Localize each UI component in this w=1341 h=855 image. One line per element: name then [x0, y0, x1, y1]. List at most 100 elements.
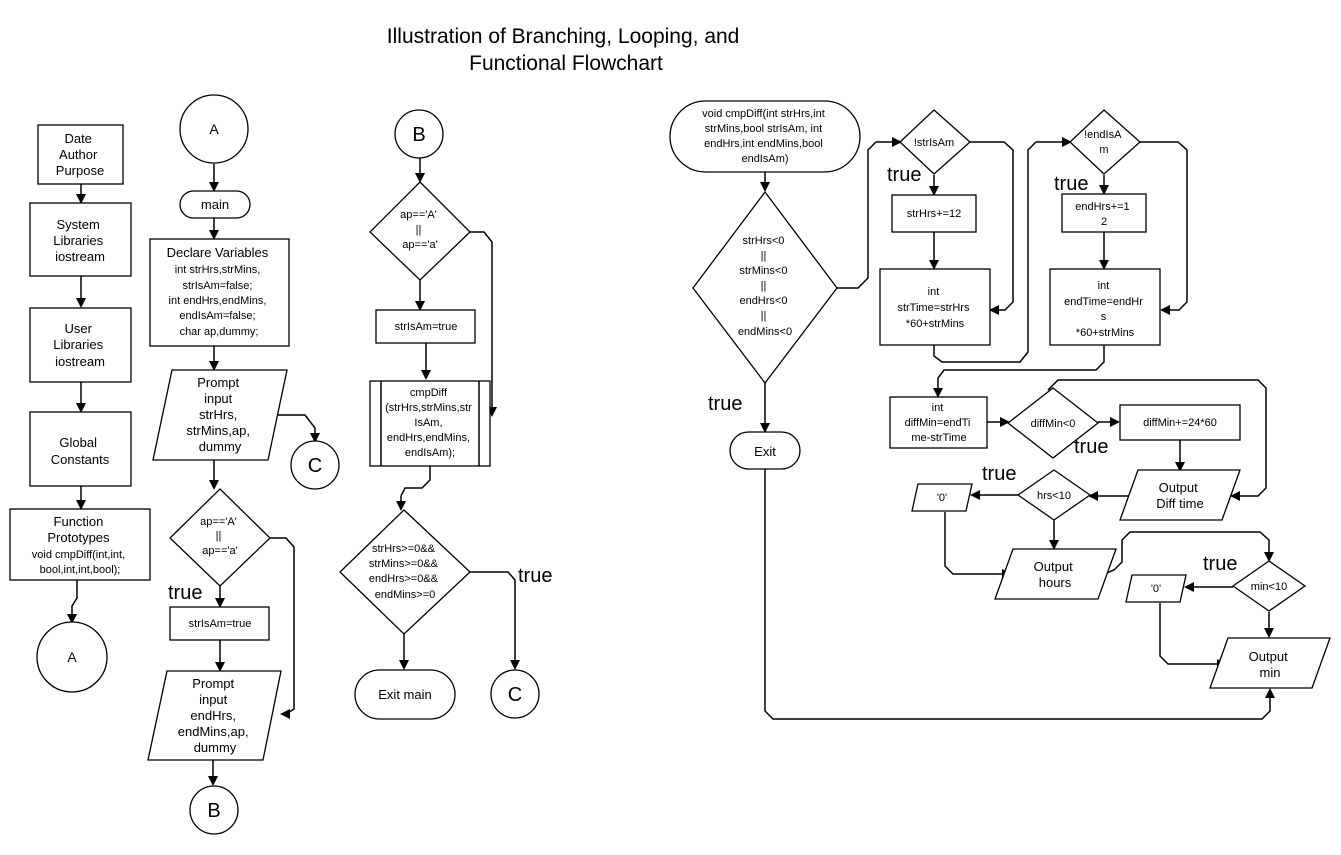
edge-decision-false-bypass	[263, 537, 295, 719]
prompt-start-times-node: Prompt input strHrs, strMins,ap, dummy	[152, 369, 288, 461]
svg-text:Global Constants: Global Constants	[51, 435, 110, 467]
valid-times-decision: strHrs>=0&& strMins>=0&& endHrs>=0&& end…	[339, 509, 471, 635]
output-diff-time-node: Output Diff time	[1119, 469, 1241, 521]
connector-a-out: A	[36, 621, 108, 693]
user-libraries-node: User Libraries iostream	[29, 307, 132, 383]
svg-text:Exit: Exit	[754, 444, 776, 459]
connector-b-out: B	[189, 785, 239, 835]
call-cmp-diff-node: cmpDiff (strHrs,strMins,str IsAm, endHrs…	[369, 380, 491, 467]
edge-proto-to-conn-a	[67, 580, 78, 624]
connector-b-in: B	[394, 109, 444, 159]
edge-zero-to-out-min	[1159, 603, 1227, 669]
true-label-min: true	[1203, 553, 1237, 575]
svg-text:hrs<10: hrs<10	[1037, 490, 1071, 502]
svg-text:Exit main: Exit main	[378, 687, 431, 702]
svg-text:User Libraries ios: User Libraries iostream	[53, 321, 106, 369]
svg-text:strIsAm=true: strIsAm=true	[189, 618, 252, 630]
declare-variables-node: Declare Variables int strHrs,strMins, st…	[149, 238, 290, 347]
svg-text:!endIsA m: !endIsA m	[1084, 129, 1124, 156]
true-label-hrs: true	[982, 463, 1016, 485]
connector-a-in: A	[179, 94, 249, 164]
diff-negative-decision: diffMin<0	[1006, 387, 1100, 459]
edge-prompt-to-conn-c	[271, 414, 320, 443]
svg-text:strHrs+=12: strHrs+=12	[907, 208, 961, 220]
true-label-str-am: true	[887, 164, 921, 186]
set-str-is-am-node-2: strIsAm=true	[375, 309, 476, 344]
not-str-is-am-decision: !strIsAm	[899, 109, 971, 175]
exit-main-terminal: Exit main	[354, 669, 456, 720]
svg-text:Output min: Output min	[1249, 649, 1292, 680]
svg-text:int diffMin=endTi: int diffMin=endTi me-strTime	[905, 402, 974, 444]
calc-end-time-node: int endTime=endHr s *60+strMins	[1049, 268, 1161, 346]
output-zero-min-node: '0'	[1125, 574, 1187, 603]
ap-am-decision-end: ap=='A' || ap=='a'	[369, 181, 471, 281]
hrs-less-10-decision: hrs<10	[1016, 469, 1092, 521]
svg-text:!strIsAm: !strIsAm	[914, 137, 954, 149]
negative-values-decision: strHrs<0 || strMins<0 || endHrs<0 || end…	[692, 190, 838, 385]
min-less-10-decision: min<10	[1231, 560, 1307, 612]
edge-end-am-false	[1140, 141, 1188, 315]
not-end-is-am-decision: !endIsA m	[1069, 109, 1141, 175]
global-constants-node: Global Constants	[29, 411, 132, 487]
svg-text:int endTime=endHr: int endTime=endHr s *60+strMins	[1064, 280, 1146, 339]
svg-text:Prompt input endHr: Prompt input endHrs, endMins,ap, dummy	[178, 676, 252, 755]
edge-call-to-valid	[396, 466, 431, 511]
svg-text:int strTime=strHrs: int strTime=strHrs *60+strMins	[897, 286, 972, 330]
edge-str-am-false	[970, 141, 1014, 315]
edge-zero-to-out-hours	[944, 512, 1012, 579]
true-label-end-am: true	[1054, 173, 1088, 195]
edges	[67, 137, 1275, 786]
svg-text:Prompt input strHr: Prompt input strHrs, strMins,ap, dummy	[186, 375, 253, 454]
edge-decision-false-bypass-2	[470, 231, 497, 417]
svg-text:Declare Variables int st: Declare Variables int strHrs,strMins, st…	[167, 245, 272, 338]
main-terminal: main	[179, 190, 251, 219]
exit-function-terminal: Exit	[729, 431, 801, 470]
output-hours-node: Output hours	[994, 548, 1117, 600]
edge-out-hours-to-dec-min	[1103, 531, 1274, 575]
output-min-node: Output min	[1209, 637, 1331, 689]
diagram-title: Illustration of Branching, Looping, and …	[387, 25, 745, 75]
prompt-end-times-node: Prompt input endHrs, endMins,ap, dummy	[147, 670, 282, 761]
connector-c-1: C	[290, 440, 340, 490]
edge-decision-to-str-am	[837, 141, 877, 289]
svg-text:System Libraries i: System Libraries iostream	[53, 217, 106, 264]
svg-text:'0': '0'	[1151, 583, 1161, 595]
svg-text:Output hours: Output hours	[1034, 559, 1077, 590]
svg-text:strHrs>=0&& strMins>=0&&: strHrs>=0&& strMins>=0&& endHrs>=0&& end…	[369, 543, 441, 601]
true-label-ap-start: true	[168, 582, 202, 604]
header-box-node: Date Author Purpose	[37, 124, 124, 185]
svg-text:endHrs+=1 2: endHrs+=1 2	[1075, 201, 1133, 228]
svg-text:A: A	[209, 121, 219, 137]
edge-str-time-to-end-am	[933, 141, 1037, 363]
svg-text:A: A	[67, 649, 77, 665]
cmp-diff-terminal: void cmpDiff(int strHrs,int strMins,bool…	[669, 100, 861, 173]
svg-text:'0': '0'	[937, 492, 947, 504]
svg-text:Output Diff time: Output Diff time	[1156, 480, 1203, 511]
true-label-negative: true	[708, 393, 742, 415]
set-str-is-am-node: strIsAm=true	[169, 606, 270, 641]
add-day-node: diffMin+=24*60	[1119, 404, 1241, 441]
function-prototypes-node: Function Prototypes void cmpDiff(int,int…	[9, 508, 151, 581]
connector-c-2: C	[490, 669, 540, 719]
svg-text:C: C	[508, 684, 522, 706]
svg-text:min<10: min<10	[1251, 581, 1287, 593]
edge-exit-loop-to-out-min	[764, 469, 1275, 720]
edge-valid-to-conn-c	[470, 571, 520, 670]
true-label-valid: true	[518, 565, 552, 587]
system-libraries-node: System Libraries iostream	[29, 202, 132, 277]
edge-end-time-to-diff	[933, 345, 1105, 398]
svg-text:C: C	[308, 455, 322, 477]
svg-text:B: B	[207, 800, 220, 822]
svg-text:Date Author Purpos: Date Author Purpose	[56, 131, 104, 178]
svg-text:main: main	[201, 197, 229, 212]
svg-text:Function Prototypes: Function Prototypes void cmpDiff(int,int…	[32, 514, 128, 576]
svg-text:void cmpDiff(int strHrs,int: void cmpDiff(int strHrs,int strMins,bool…	[702, 108, 828, 165]
true-label-diff-neg: true	[1074, 436, 1108, 458]
ap-am-decision-start: ap=='A' || ap=='a'	[169, 488, 271, 587]
svg-text:cmpDiff (strHrs,strMins,: cmpDiff (strHrs,strMins,str IsAm, endHrs…	[385, 387, 475, 459]
edge-dec-false-to-out-diff	[1047, 379, 1267, 501]
svg-text:ap=='A' || ap=='a': ap=='A' || ap=='a'	[400, 209, 440, 251]
calc-str-time-node: int strTime=strHrs *60+strMins	[879, 268, 991, 346]
svg-text:strHrs<0 || strMin: strHrs<0 || strMins<0 || endHrs<0 || end…	[738, 235, 792, 338]
